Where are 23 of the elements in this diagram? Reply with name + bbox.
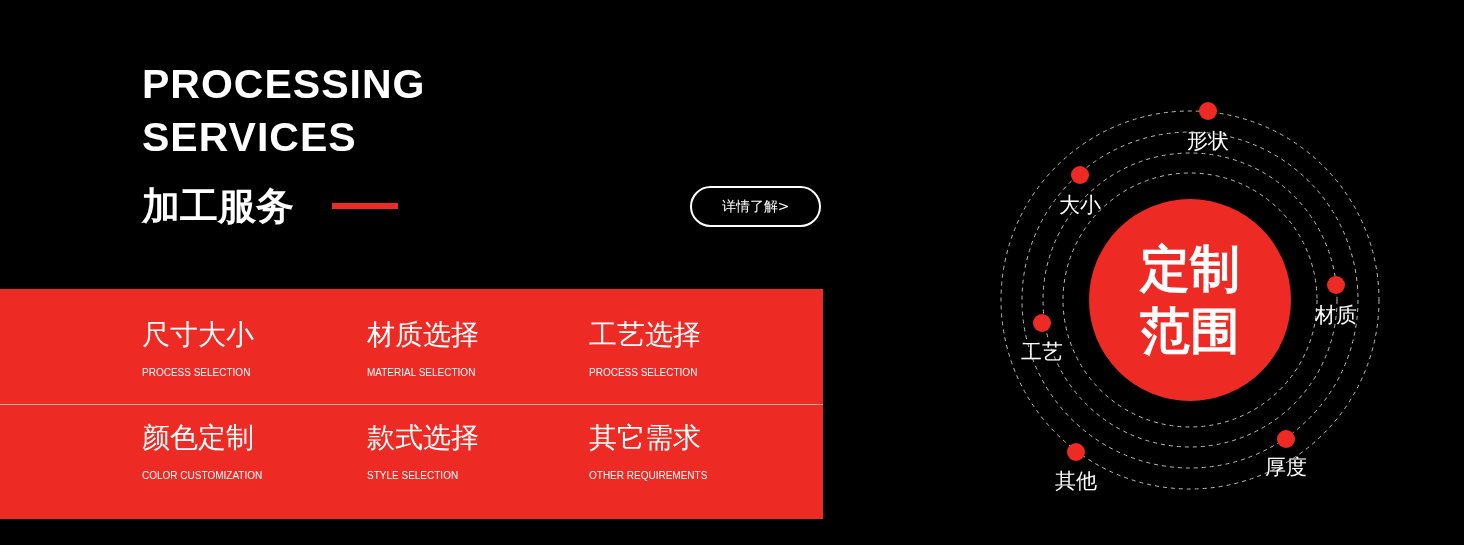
details-button: 详情了解> xyxy=(690,186,821,227)
service-heading: 其它需求 xyxy=(589,420,701,456)
service-heading: 尺寸大小 xyxy=(142,317,254,353)
service-heading: 款式选择 xyxy=(367,420,479,456)
subtitle: 加工服务 xyxy=(142,183,294,230)
service-panel xyxy=(0,289,823,519)
orbit-label: 材质 xyxy=(1315,302,1357,328)
orbit-label: 大小 xyxy=(1059,192,1101,218)
service-subtitle: OTHER REQUIREMENTS xyxy=(589,470,708,482)
service-subtitle: STYLE SELECTION xyxy=(367,470,459,482)
orbit-label: 形状 xyxy=(1187,128,1229,154)
service-subtitle: PROCESS SELECTION xyxy=(589,367,698,379)
center-text: 定制范围 xyxy=(1138,239,1241,362)
service-subtitle: COLOR CUSTOMIZATION xyxy=(142,470,263,482)
title: PROCESSING SERVICES xyxy=(142,60,427,162)
service-heading: 颜色定制 xyxy=(142,420,254,456)
orbit-label: 工艺 xyxy=(1021,339,1063,365)
service-subtitle: MATERIAL SELECTION xyxy=(367,367,476,379)
service-heading: 工艺选择 xyxy=(589,317,701,353)
service-subtitle: PROCESS SELECTION xyxy=(142,367,251,379)
service-heading: 材质选择 xyxy=(367,317,479,353)
orbit-label: 其他 xyxy=(1055,468,1097,494)
orbit-label: 厚度 xyxy=(1265,454,1307,480)
